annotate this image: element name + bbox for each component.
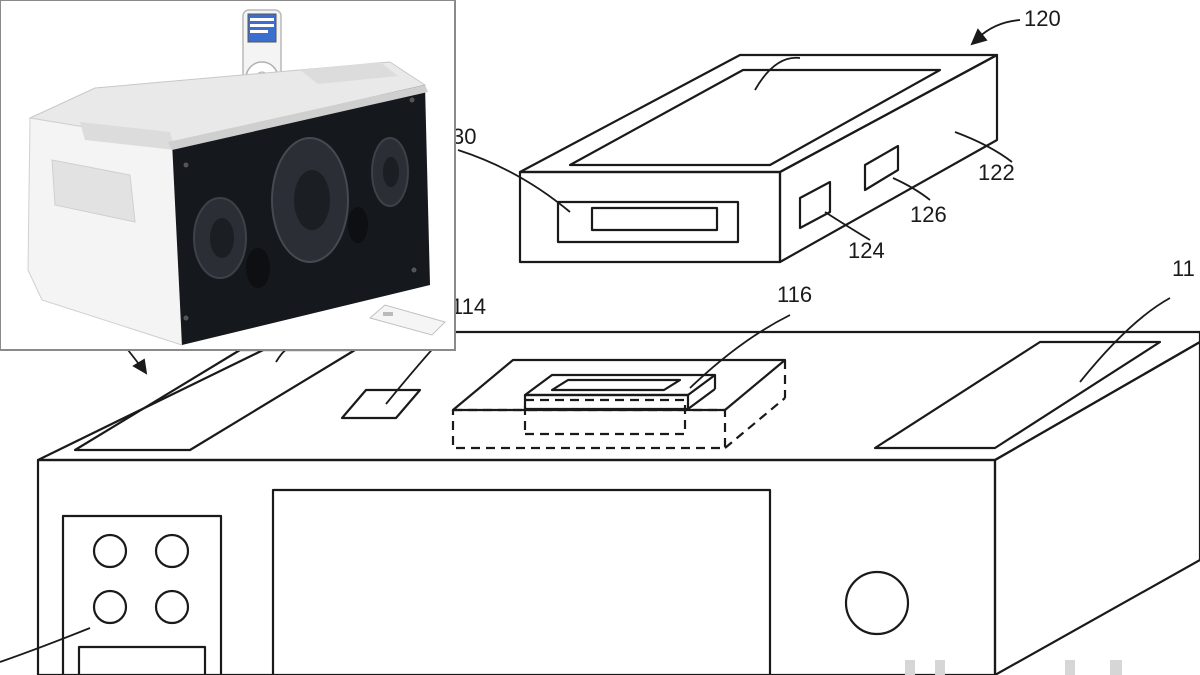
dock-well-inner [523, 398, 687, 436]
base-top-panel-left [73, 348, 357, 452]
leader-buttons [0, 627, 91, 663]
leader-30 [457, 149, 571, 213]
dock-connector-side [687, 388, 716, 410]
speaker-top-handle [80, 122, 175, 150]
base-right-face [993, 340, 1200, 675]
speaker-driver-icon [183, 97, 417, 321]
label-30: 30 [452, 124, 476, 149]
base-knob [844, 570, 910, 636]
device-right-face [778, 53, 999, 264]
leader-124 [824, 211, 871, 241]
portable-device [518, 53, 999, 264]
leader-120 [977, 19, 1021, 39]
label-120: 120 [1024, 6, 1061, 31]
base-top-panel-right [873, 340, 1162, 450]
dock-connector-top [523, 373, 717, 397]
base-button-bar [77, 645, 207, 675]
base-front-face [36, 458, 997, 675]
dock-connector-front [523, 393, 690, 411]
remote-control-icon [368, 304, 446, 336]
base-button-2 [154, 533, 190, 569]
base-button-1 [92, 533, 128, 569]
speaker-top-handle-right [300, 62, 398, 84]
dock-well-rim [451, 358, 787, 412]
base-unit [36, 330, 1200, 675]
label-116: 116 [777, 282, 812, 307]
device-connector-plug [590, 206, 719, 232]
leader-122 [954, 131, 1013, 163]
label-114: 114 [451, 294, 486, 319]
base-button-4 [154, 589, 190, 625]
leader-126 [892, 177, 931, 201]
dock-well-right-dash [724, 397, 786, 449]
dock-well [451, 358, 787, 450]
arrowhead-left [132, 358, 148, 375]
reference-labels: 120 122 126 124 30 114 116 11 [451, 6, 1195, 319]
device-leader-lines [457, 19, 1021, 241]
label-122: 122 [978, 160, 1015, 185]
base-display [271, 488, 772, 675]
base-leader-lines [0, 297, 1171, 663]
leader-116 [689, 314, 791, 389]
device-screen [568, 68, 942, 167]
label-124: 124 [848, 238, 885, 263]
arrowhead-120 [970, 28, 988, 46]
inset-photo [0, 0, 456, 351]
speaker-front-edge [168, 85, 428, 150]
dock-connector-slot [550, 378, 682, 392]
leader-screen [754, 56, 801, 91]
label-126: 126 [910, 202, 947, 227]
watermark-marks [905, 660, 1122, 675]
device-port-124 [798, 180, 832, 230]
base-button-panel [61, 514, 223, 675]
label-11: 11 [1172, 256, 1195, 281]
base-button-3 [92, 589, 128, 625]
leader-11 [1079, 297, 1171, 383]
device-port-126 [863, 144, 900, 192]
device-connector-slot [556, 200, 740, 244]
device-top-face [518, 53, 999, 174]
base-slot-114 [340, 388, 422, 420]
speaker-handle [51, 159, 136, 223]
